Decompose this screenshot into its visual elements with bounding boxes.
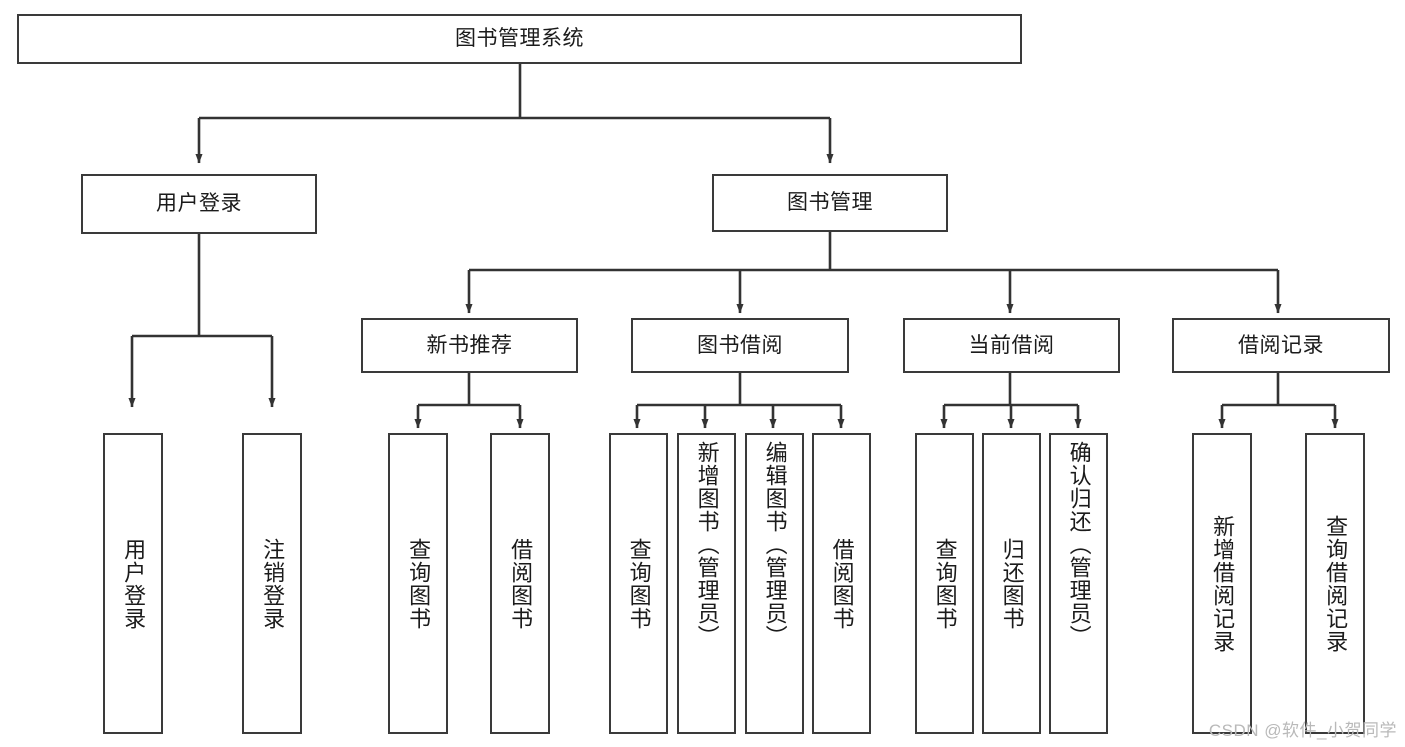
leaf-return-book[interactable]: 归还图书 — [982, 433, 1041, 734]
node-borrow-record-label: 借阅记录 — [1238, 333, 1324, 357]
node-current-borrow[interactable]: 当前借阅 — [903, 318, 1120, 373]
leaf-logout[interactable]: 注销登录 — [242, 433, 302, 734]
node-new-book-rec-label: 新书推荐 — [426, 333, 513, 357]
leaf-borrow-book-1[interactable]: 借阅图书 — [490, 433, 550, 734]
node-current-borrow-label: 当前借阅 — [968, 333, 1055, 357]
node-root[interactable]: 图书管理系统 — [17, 14, 1022, 64]
leaf-borrow-book-2[interactable]: 借阅图书 — [812, 433, 871, 734]
leaf-user-login-label: 用户登录 — [121, 537, 147, 630]
leaf-add-record-label: 新增借阅记录 — [1210, 514, 1236, 653]
leaf-confirm-return-label: 确认归还（管理员） — [1066, 441, 1092, 648]
leaf-query-record-label: 查询借阅记录 — [1323, 514, 1349, 653]
leaf-edit-book-label: 编辑图书（管理员） — [762, 441, 788, 648]
leaf-user-login[interactable]: 用户登录 — [103, 433, 163, 734]
leaf-borrow-book-2-label: 借阅图书 — [829, 537, 855, 630]
leaf-query-book-1-label: 查询图书 — [406, 537, 432, 630]
node-book-borrow-label: 图书借阅 — [697, 333, 783, 357]
leaf-borrow-book-1-label: 借阅图书 — [508, 537, 534, 630]
leaf-confirm-return[interactable]: 确认归还（管理员） — [1049, 433, 1108, 734]
leaf-query-book-2[interactable]: 查询图书 — [609, 433, 668, 734]
node-user-login[interactable]: 用户登录 — [81, 174, 317, 234]
node-new-book-rec[interactable]: 新书推荐 — [361, 318, 578, 373]
node-borrow-record[interactable]: 借阅记录 — [1172, 318, 1390, 373]
node-root-label: 图书管理系统 — [455, 27, 584, 51]
leaf-query-book-3[interactable]: 查询图书 — [915, 433, 974, 734]
leaf-add-book-label: 新增图书（管理员） — [694, 441, 720, 648]
leaf-logout-label: 注销登录 — [260, 537, 286, 630]
node-user-login-label: 用户登录 — [156, 192, 242, 216]
leaf-edit-book[interactable]: 编辑图书（管理员） — [745, 433, 804, 734]
leaf-return-book-label: 归还图书 — [999, 537, 1025, 630]
leaf-query-book-2-label: 查询图书 — [626, 537, 652, 630]
leaf-query-book-3-label: 查询图书 — [932, 537, 958, 630]
node-book-borrow[interactable]: 图书借阅 — [631, 318, 849, 373]
leaf-add-record[interactable]: 新增借阅记录 — [1192, 433, 1252, 734]
leaf-add-book[interactable]: 新增图书（管理员） — [677, 433, 736, 734]
node-book-manage-label: 图书管理 — [787, 191, 873, 215]
leaf-query-record[interactable]: 查询借阅记录 — [1305, 433, 1365, 734]
leaf-query-book-1[interactable]: 查询图书 — [388, 433, 448, 734]
csdn-watermark: CSDN @软件_小贺同学 — [1208, 721, 1397, 740]
node-book-manage[interactable]: 图书管理 — [712, 174, 948, 232]
